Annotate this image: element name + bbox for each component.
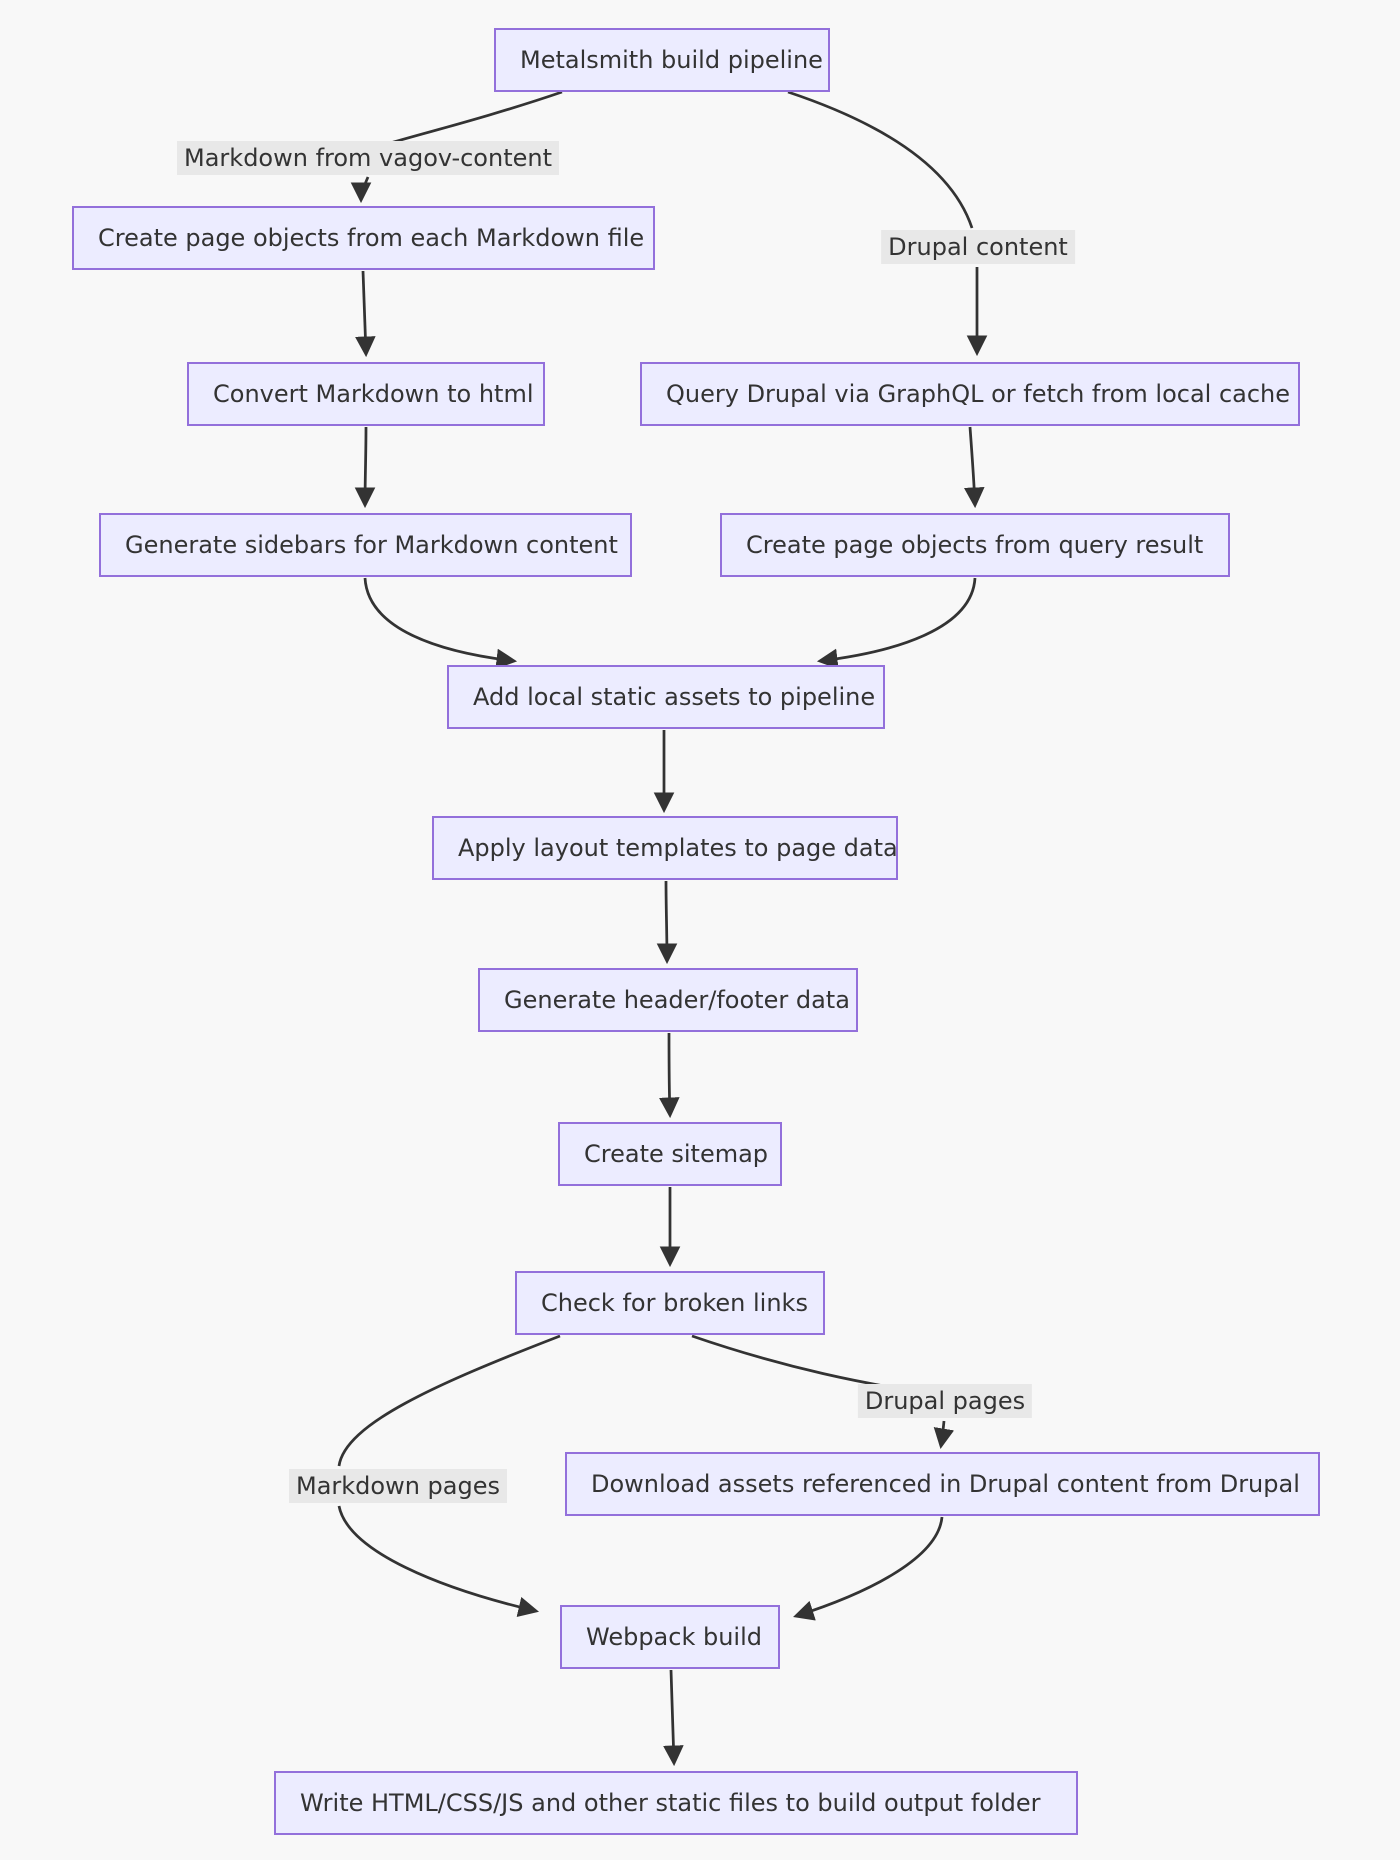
node-check-broken-links: Check for broken links bbox=[515, 1271, 825, 1335]
edge-label-markdown-from-vagov-content: Markdown from vagov-content bbox=[177, 141, 559, 175]
node-create-page-objects-query: Create page objects from query result bbox=[720, 513, 1230, 577]
edge-query-objects-to-add-assets bbox=[816, 577, 977, 670]
edge-download-assets-to-webpack bbox=[793, 1516, 944, 1621]
node-add-local-static-assets: Add local static assets to pipeline bbox=[447, 665, 885, 729]
edge-md-page-objects-to-convert-md bbox=[355, 270, 376, 358]
node-query-drupal: Query Drupal via GraphQL or fetch from l… bbox=[640, 362, 1300, 426]
node-metalsmith-build-pipeline: Metalsmith build pipeline bbox=[494, 28, 830, 92]
node-download-drupal-assets: Download assets referenced in Drupal con… bbox=[565, 1452, 1320, 1516]
node-apply-layout-templates: Apply layout templates to page data bbox=[432, 816, 898, 880]
edge-broken-links-to-markdown-pages-label bbox=[337, 1334, 561, 1467]
node-create-page-objects-markdown: Create page objects from each Markdown f… bbox=[72, 206, 655, 270]
edge-label-drupal-pages: Drupal pages bbox=[857, 1384, 1033, 1418]
edge-gen-sidebars-to-add-assets bbox=[363, 577, 518, 670]
node-generate-header-footer: Generate header/footer data bbox=[478, 968, 858, 1032]
edge-header-footer-to-sitemap bbox=[659, 1032, 680, 1119]
edge-label-markdown-pages: Markdown pages bbox=[288, 1469, 508, 1503]
node-webpack-build: Webpack build bbox=[560, 1605, 780, 1669]
node-create-sitemap: Create sitemap bbox=[558, 1122, 782, 1186]
edge-apply-layout-to-header-footer bbox=[656, 880, 678, 965]
edge-convert-md-to-gen-sidebars bbox=[354, 426, 376, 509]
edge-query-drupal-to-query-objects bbox=[963, 426, 985, 509]
edge-label-drupal-content: Drupal content bbox=[881, 230, 1075, 264]
edge-markdown-label-to-md-page-objects bbox=[350, 176, 372, 204]
edge-drupal-pages-label-to-download-assets bbox=[933, 1420, 955, 1450]
edge-webpack-to-write-output bbox=[663, 1669, 684, 1767]
node-generate-sidebars: Generate sidebars for Markdown content bbox=[99, 513, 632, 577]
node-write-output-files: Write HTML/CSS/JS and other static files… bbox=[274, 1771, 1078, 1835]
node-convert-markdown-to-html: Convert Markdown to html bbox=[187, 362, 545, 426]
edge-top-to-drupal-label bbox=[787, 90, 974, 229]
edge-markdown-pages-label-to-webpack bbox=[337, 1505, 540, 1618]
